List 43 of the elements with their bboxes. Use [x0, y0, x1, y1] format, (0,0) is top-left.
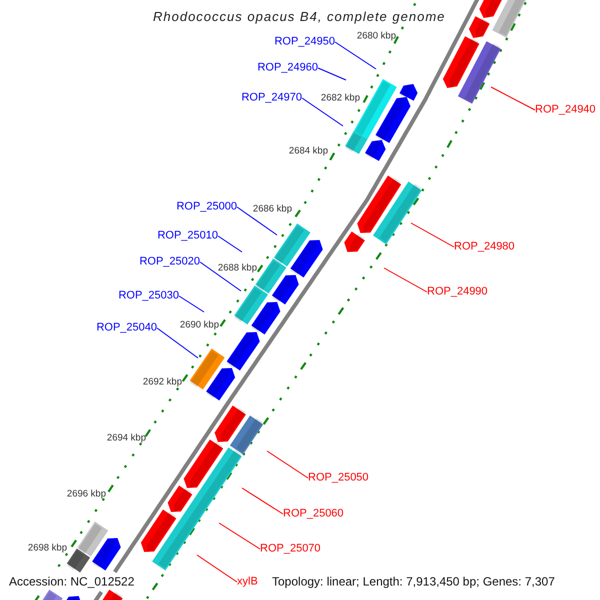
scale-label: 2682 kbp: [320, 92, 360, 104]
scale-label: 2688 kbp: [218, 262, 257, 274]
gene-label: ROP_25030: [118, 290, 179, 302]
gene-label: ROP_24970: [241, 92, 302, 104]
gene-label: ROP_25070: [260, 542, 321, 556]
leader-line: [266, 450, 308, 478]
leader-line: [410, 222, 454, 248]
gene-label: ROP_24940: [535, 104, 596, 116]
accession-text: Accession: NC_012522: [8, 574, 136, 590]
gene-label: ROP_25010: [157, 230, 218, 242]
gene-label: ROP_24950: [274, 36, 335, 48]
leader-line: [218, 236, 242, 252]
leader-line: [302, 98, 344, 126]
leader-line: [200, 262, 242, 292]
leader-line: [236, 206, 278, 236]
leader-line: [218, 522, 260, 550]
scale-label: 2696 kbp: [66, 488, 106, 500]
leader-line: [318, 68, 346, 80]
leader-line: [490, 86, 536, 110]
gene-label: ROP_25050: [308, 472, 369, 484]
scale-label: 2686 kbp: [252, 204, 292, 214]
gene-label: ROP_25060: [283, 508, 344, 520]
leader-line: [178, 296, 204, 312]
leader-line: [334, 42, 376, 70]
map-title: Rhodococcus opacus B4, complete genome: [153, 9, 446, 25]
scale-label: 2684 kbp: [288, 146, 328, 156]
scale-label: 2694 kbp: [106, 432, 146, 444]
scale-label: 2690 kbp: [180, 320, 219, 330]
gene-label: ROP_24990: [427, 286, 488, 298]
scale-label: 2692 kbp: [142, 376, 182, 388]
genome-summary-text: Topology: linear; Length: 7,913,450 bp; Genes: 7,307: [271, 574, 556, 590]
gene-label: ROP_25020: [139, 256, 200, 268]
leader-line: [384, 268, 428, 292]
gene-label: ROP_25000: [176, 200, 237, 214]
leader-line: [196, 554, 238, 582]
gene-label: ROP_25040: [96, 322, 157, 334]
gene-label: ROP_24960: [257, 62, 318, 74]
gene-label: xylB: [237, 576, 258, 588]
scale-label: 2698 kbp: [28, 542, 67, 554]
leader-line: [156, 328, 198, 358]
scale-label: 2680 kbp: [356, 30, 396, 42]
gene-label: ROP_24980: [454, 240, 515, 254]
leader-line: [242, 488, 284, 514]
